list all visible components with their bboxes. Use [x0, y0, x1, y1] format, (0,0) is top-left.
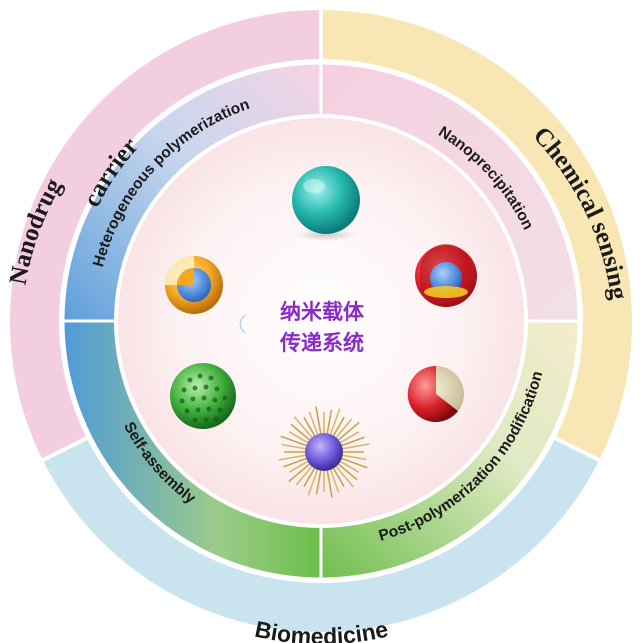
red-capsule-particle: [415, 244, 477, 307]
janus-particle: [407, 365, 464, 422]
porous-green-particle: [170, 363, 236, 429]
teal-sphere-particle: [292, 166, 360, 241]
center-title-line1: 纳米载体: [280, 300, 365, 324]
center-title-line2: 传递系统: [279, 331, 364, 355]
faint-crescent-mark: [239, 314, 247, 334]
core-shell-orange-particle: [165, 256, 223, 314]
micelle-particle: [278, 406, 370, 498]
